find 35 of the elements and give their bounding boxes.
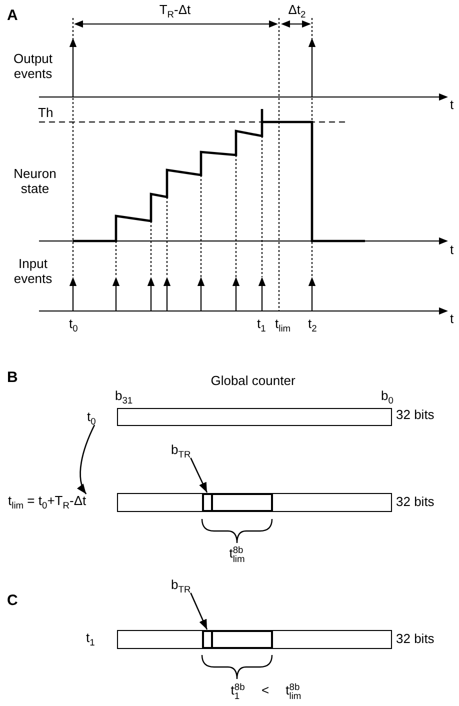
axis-label: t xyxy=(450,98,454,113)
time-label: t$_{2}$ xyxy=(308,317,317,332)
width-label: 32 bits xyxy=(396,408,434,423)
bit-label: b$_{0}$ xyxy=(381,389,394,404)
arrow xyxy=(190,592,208,630)
arrow xyxy=(190,458,208,493)
time-label: t$_{0}$ xyxy=(69,317,78,332)
width-label: 32 bits xyxy=(396,495,434,510)
bit-field xyxy=(202,493,273,512)
formula-label: t$_{lim}$ = t$_{0}$+T$_{R}$-Δt xyxy=(8,494,86,509)
bit-label: b$_{TR}$ xyxy=(171,578,191,593)
panel-label: B xyxy=(7,369,18,386)
panel-label: A xyxy=(7,7,18,24)
bit-field xyxy=(202,630,273,649)
interval-label: Δt$_{2}$ xyxy=(288,3,306,18)
bit-label: b$_{31}$ xyxy=(115,389,133,404)
register-bar xyxy=(117,408,392,426)
row-label: Input events xyxy=(12,257,54,287)
width-label: 32 bits xyxy=(396,632,434,647)
time-label: t$_{1}$ xyxy=(257,317,266,332)
row-label: Output events xyxy=(12,52,54,82)
time-label: t$_{lim}$ xyxy=(275,317,291,332)
axis-label: t xyxy=(450,243,454,258)
register-label: t$_{0}$ xyxy=(87,410,96,425)
interval-label: T$_{R}$-Δt xyxy=(159,3,191,18)
register-bar xyxy=(117,630,392,649)
panel-label: C xyxy=(7,592,18,610)
curved-arrow xyxy=(78,424,96,494)
row-label: Neuron state xyxy=(12,167,58,197)
axis-label: t xyxy=(450,312,454,327)
threshold-label: Th xyxy=(38,106,54,121)
register-label: t$_{1}$ xyxy=(86,631,95,646)
register-bar xyxy=(117,493,392,512)
bit-label: b$_{TR}$ xyxy=(171,443,191,458)
counter-title: Global counter xyxy=(210,374,296,389)
